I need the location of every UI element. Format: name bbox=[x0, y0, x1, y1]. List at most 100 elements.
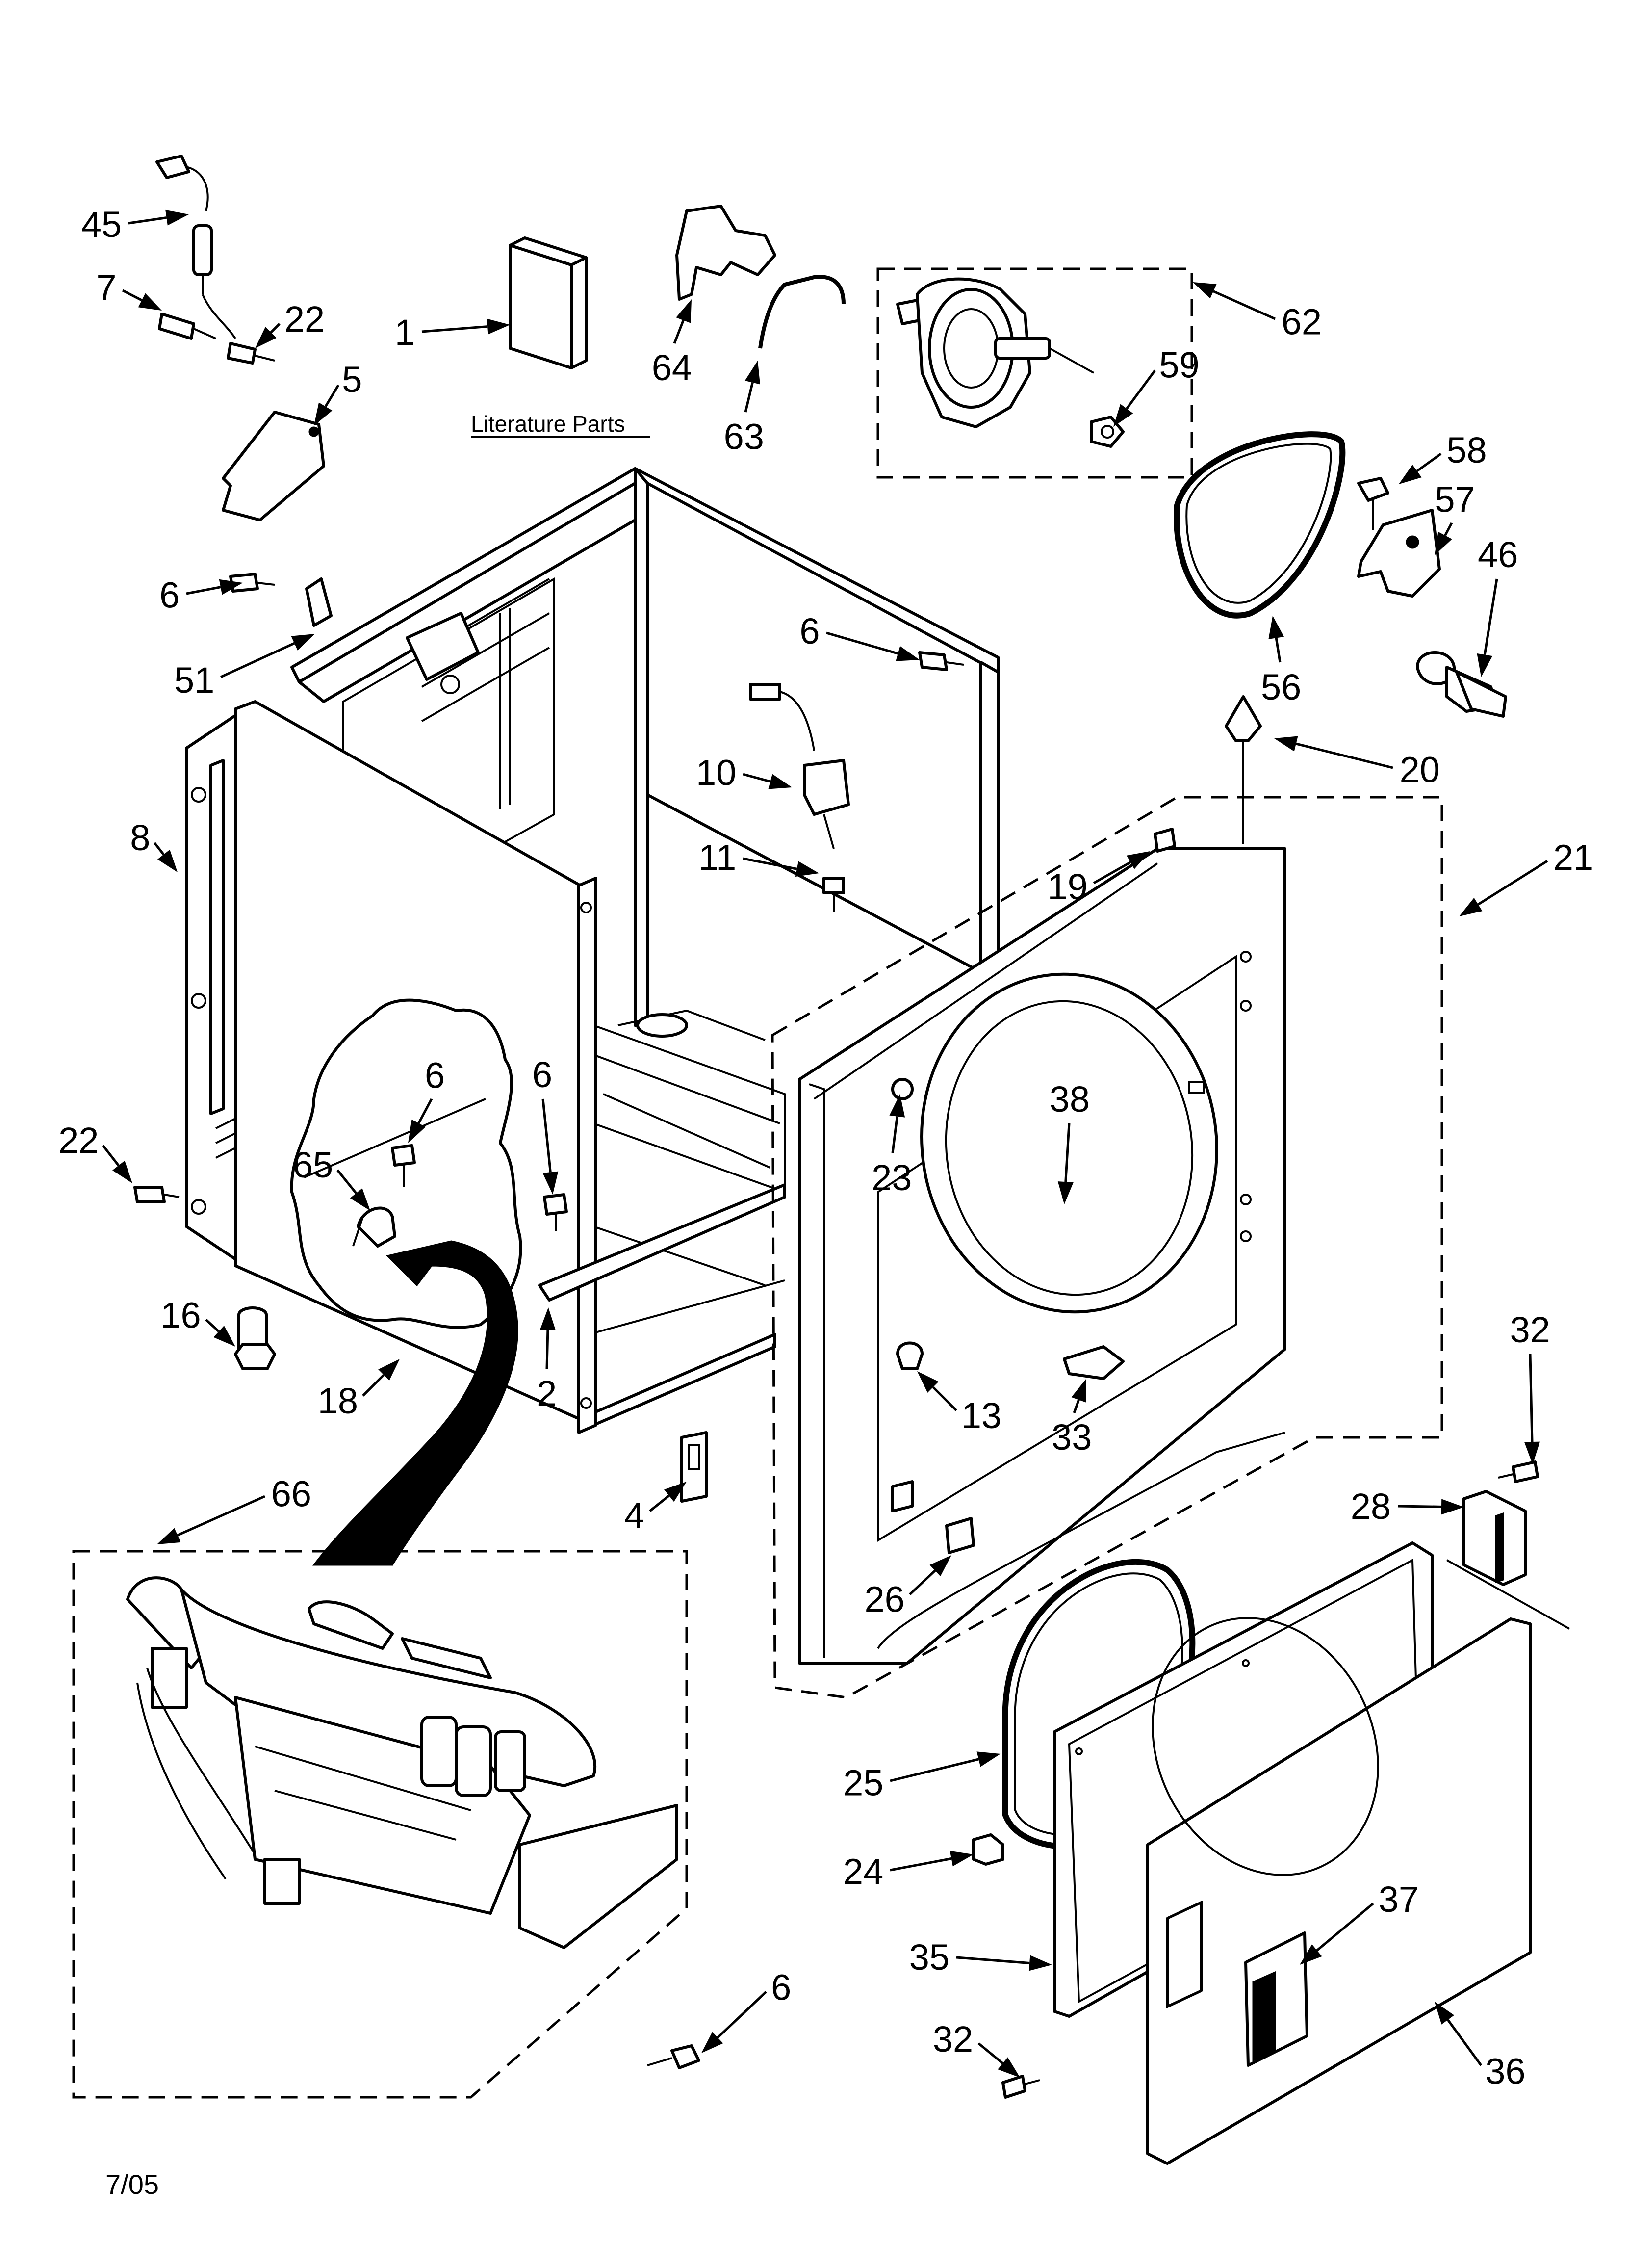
callout-label: 63 bbox=[724, 417, 764, 457]
callout-66: 66 bbox=[157, 1473, 311, 1544]
part-6-screw-top bbox=[229, 573, 333, 627]
part-7-screw bbox=[158, 313, 216, 340]
callout-leader bbox=[541, 1098, 552, 1173]
callout-label: 28 bbox=[1351, 1486, 1391, 1527]
callout-65: 65 bbox=[293, 1145, 370, 1211]
part-46-connector bbox=[1416, 651, 1507, 718]
callout-5: 5 bbox=[314, 359, 362, 426]
callout-leader bbox=[177, 1495, 266, 1537]
callout-label: 45 bbox=[81, 204, 122, 245]
callout-leader bbox=[122, 289, 143, 302]
callout-62: 62 bbox=[1193, 282, 1322, 342]
callout-51: 51 bbox=[174, 634, 315, 701]
part-66-gas-valve-assembly bbox=[126, 1576, 678, 1949]
callout-label: 8 bbox=[130, 817, 150, 858]
callout-label: 1 bbox=[395, 312, 415, 353]
callout-leader bbox=[1444, 522, 1453, 536]
callout-label: 6 bbox=[799, 611, 820, 652]
callout-19: 19 bbox=[1047, 851, 1150, 907]
callout-label: 35 bbox=[909, 1937, 949, 1978]
callout-22: 22 bbox=[255, 299, 325, 348]
callout-leader bbox=[673, 319, 685, 344]
part-24-door-catch bbox=[972, 1833, 1004, 1866]
callout-leader bbox=[717, 1991, 767, 2039]
callout-arrowhead bbox=[744, 361, 760, 385]
callout-leader bbox=[336, 1169, 358, 1194]
part-1-literature bbox=[509, 236, 588, 369]
callout-leader bbox=[1397, 1505, 1442, 1508]
callout-arrowhead bbox=[213, 1326, 235, 1347]
callout-arrowhead bbox=[1435, 531, 1452, 555]
callout-arrowhead bbox=[929, 1555, 951, 1577]
callout-2: 2 bbox=[537, 1307, 557, 1414]
callout-leader bbox=[743, 773, 771, 783]
part-63-wire bbox=[758, 275, 846, 349]
callout-arrowhead bbox=[676, 299, 692, 323]
callout-arrowhead bbox=[138, 293, 162, 311]
callout-leader bbox=[1483, 578, 1498, 655]
part-16-foot bbox=[234, 1306, 276, 1370]
callout-arrowhead bbox=[350, 1188, 370, 1211]
callout-label: 66 bbox=[271, 1473, 311, 1514]
callout-arrowhead bbox=[1477, 653, 1493, 677]
callout-57: 57 bbox=[1435, 479, 1475, 555]
callout-arrowhead bbox=[889, 1094, 905, 1118]
callout-arrowhead bbox=[1300, 1944, 1322, 1965]
callout-33: 33 bbox=[1052, 1379, 1092, 1458]
part-45-cord-assembly bbox=[155, 155, 236, 339]
callout-24: 24 bbox=[843, 1851, 974, 1892]
callout-leader bbox=[128, 216, 167, 225]
callout-arrowhead bbox=[768, 774, 792, 789]
callout-label: 58 bbox=[1446, 430, 1487, 470]
part-6-screw-cabinet bbox=[543, 1193, 568, 1231]
callout-label: 57 bbox=[1435, 479, 1475, 520]
callout-leader bbox=[743, 857, 797, 870]
callout-36: 36 bbox=[1435, 2002, 1526, 2091]
callout-leader bbox=[956, 1956, 1030, 1964]
callout-45: 45 bbox=[81, 204, 189, 245]
part-6-screw-bottom bbox=[647, 2044, 700, 2069]
callout-leader bbox=[1416, 452, 1442, 472]
callout-32: 32 bbox=[933, 2019, 1020, 2078]
callout-label: 7 bbox=[96, 267, 116, 308]
callout-label: 13 bbox=[961, 1395, 1001, 1436]
callout-label: 5 bbox=[342, 359, 362, 400]
callout-label: 62 bbox=[1282, 302, 1322, 342]
callout-label: 51 bbox=[174, 660, 214, 701]
part-2-brace bbox=[538, 1183, 786, 1302]
part-10-switch bbox=[749, 683, 850, 849]
callout-arrowhead bbox=[1399, 465, 1422, 484]
part-56-drive-belt bbox=[1174, 431, 1346, 619]
callout-label: 10 bbox=[696, 752, 736, 793]
callout-11: 11 bbox=[698, 837, 819, 878]
part-37-door-handle bbox=[1244, 1931, 1308, 2067]
callout-6: 6 bbox=[159, 575, 243, 616]
callout-arrowhead bbox=[255, 327, 277, 348]
callout-label: 22 bbox=[284, 299, 325, 339]
callout-leader bbox=[1126, 369, 1156, 410]
callout-arrowhead bbox=[291, 634, 315, 651]
callout-arrowhead bbox=[542, 1171, 559, 1195]
callout-label: 23 bbox=[872, 1157, 912, 1198]
callout-arrowhead bbox=[1524, 1441, 1540, 1464]
callout-arrowhead bbox=[1435, 2002, 1455, 2025]
callout-arrowhead bbox=[1057, 1181, 1074, 1204]
callout-6: 6 bbox=[701, 1967, 791, 2053]
callout-label: 6 bbox=[532, 1054, 552, 1095]
callout-59: 59 bbox=[1113, 345, 1200, 427]
callout-6: 6 bbox=[799, 611, 920, 661]
callout-arrowhead bbox=[112, 1160, 132, 1183]
callout-leader bbox=[417, 1098, 433, 1124]
callout-arrowhead bbox=[664, 1482, 687, 1502]
callout-label: 33 bbox=[1052, 1417, 1092, 1458]
part-58-screw bbox=[1357, 477, 1389, 530]
callout-35: 35 bbox=[909, 1937, 1052, 1978]
callout-label: 20 bbox=[1400, 749, 1440, 790]
part-22-screw-side bbox=[133, 1186, 180, 1203]
callout-23: 23 bbox=[872, 1094, 912, 1198]
callout-leader bbox=[977, 2042, 1004, 2064]
callout-56: 56 bbox=[1261, 616, 1301, 707]
literature-parts-caption: Literature Parts bbox=[471, 411, 625, 437]
